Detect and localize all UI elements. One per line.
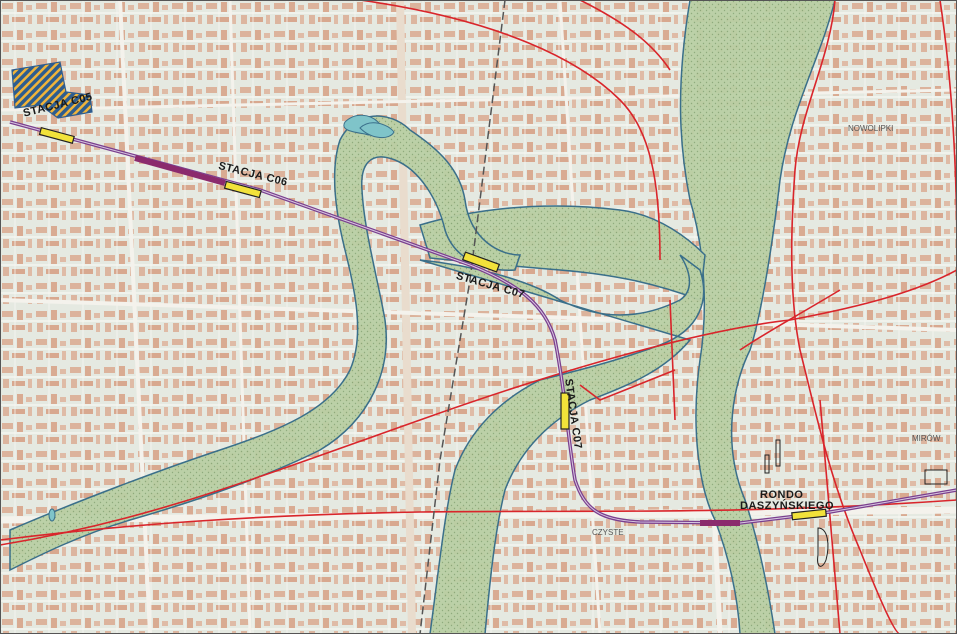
- station-c07-south-platform: [560, 392, 570, 430]
- station-c06-platform: [223, 180, 262, 199]
- station-c05-platform: [38, 126, 75, 144]
- station-rondo-platform: [791, 508, 827, 521]
- building-outlines: [764, 439, 948, 567]
- dashed-railway: [419, 0, 506, 634]
- label-rondo-line1: RONDO: [760, 489, 804, 501]
- label-district-mirow: MIRÓW: [912, 434, 941, 443]
- station-platforms: [38, 126, 827, 521]
- station-c07-platform: [461, 251, 501, 273]
- hatched-area: [11, 61, 93, 119]
- ponds: [48, 114, 395, 522]
- label-district-czyste: CZYSTE: [592, 528, 624, 537]
- label-district-nowolipki: NOWOLIPKI: [848, 124, 894, 133]
- label-rondo-line2: DASZYŃSKIEGO: [740, 500, 835, 512]
